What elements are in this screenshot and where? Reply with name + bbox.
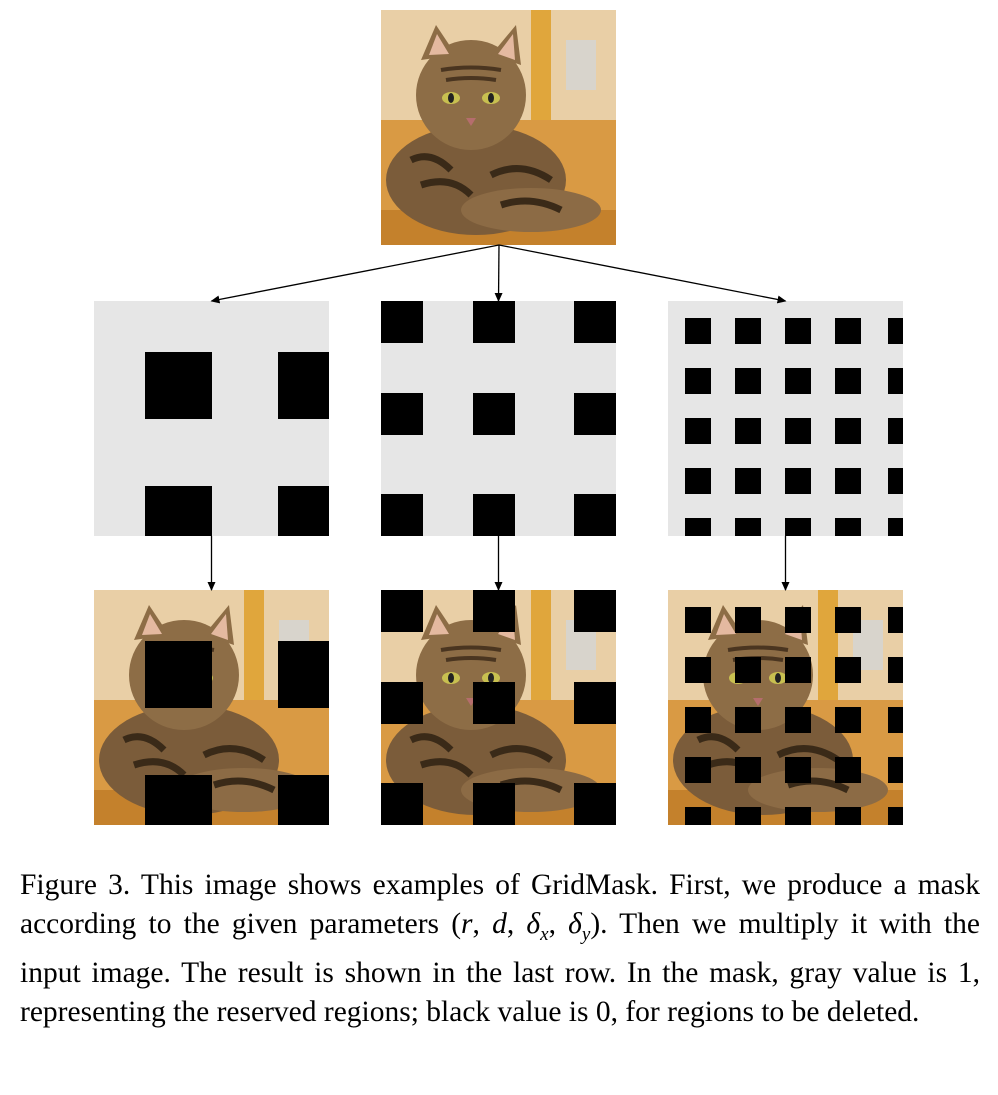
- mask-block: [888, 518, 903, 536]
- arrow-input-to-mask: [210, 244, 500, 304]
- caption-text-1: This image shows examples of GridMask. F…: [20, 869, 980, 940]
- result-block: [685, 657, 711, 683]
- mask-panel-small-grid: [668, 301, 903, 536]
- result-block: [888, 707, 903, 733]
- mask-block: [835, 418, 861, 444]
- result-block: [381, 590, 423, 632]
- mask-block: [888, 468, 903, 494]
- arrow-input-to-mask: [498, 244, 787, 304]
- mask-block: [685, 418, 711, 444]
- result-block: [735, 757, 761, 783]
- result-block: [145, 641, 212, 708]
- mask-block: [835, 318, 861, 344]
- result-block: [785, 757, 811, 783]
- caption-text-2: ). Then we multiply it with the input im…: [20, 908, 981, 1028]
- mask-block: [785, 418, 811, 444]
- result-panel-small-grid: [668, 590, 903, 825]
- result-block: [574, 682, 616, 724]
- mask-block: [735, 418, 761, 444]
- mask-block: [685, 518, 711, 536]
- mask-block: [835, 518, 861, 536]
- input-cat-image: [381, 10, 616, 245]
- mask-block: [685, 368, 711, 394]
- result-block: [835, 707, 861, 733]
- mask-panel-large-grid: [94, 301, 329, 536]
- result-block: [381, 682, 423, 724]
- figure-caption: Figure 3. This image shows examples of G…: [20, 869, 981, 1028]
- mask-block: [278, 486, 329, 536]
- result-block: [574, 783, 616, 825]
- result-block: [685, 607, 711, 633]
- mask-block: [785, 468, 811, 494]
- param-delta-x: δx: [526, 908, 549, 945]
- result-panel-large-grid: [94, 590, 329, 825]
- result-block: [888, 807, 903, 825]
- mask-block: [381, 494, 423, 536]
- mask-block: [735, 518, 761, 536]
- mask-block: [381, 301, 423, 343]
- mask-block: [735, 318, 761, 344]
- mask-block: [888, 418, 903, 444]
- result-block: [835, 657, 861, 683]
- gridmask-figure: [94, 0, 903, 825]
- result-panel-medium-grid: [381, 590, 616, 825]
- result-block: [145, 775, 212, 825]
- mask-block: [278, 352, 329, 419]
- mask-block: [785, 318, 811, 344]
- param-r: r: [461, 908, 473, 940]
- result-block: [785, 657, 811, 683]
- result-block: [685, 707, 711, 733]
- mask-block: [835, 468, 861, 494]
- result-block: [785, 707, 811, 733]
- mask-block: [473, 301, 515, 343]
- result-block: [473, 783, 515, 825]
- result-block: [735, 707, 761, 733]
- mask-block: [574, 301, 616, 343]
- param-d: d: [492, 908, 507, 940]
- result-block: [473, 682, 515, 724]
- mask-block: [835, 368, 861, 394]
- result-block: [888, 757, 903, 783]
- result-block: [278, 775, 329, 825]
- arrow-input-to-mask: [494, 244, 503, 302]
- result-block: [685, 757, 711, 783]
- result-block: [685, 807, 711, 825]
- mask-block: [145, 486, 212, 536]
- mask-block: [381, 393, 423, 435]
- result-block: [835, 807, 861, 825]
- result-block: [835, 757, 861, 783]
- result-block: [381, 783, 423, 825]
- result-block: [473, 590, 515, 632]
- result-block: [735, 607, 761, 633]
- result-block: [278, 641, 329, 708]
- mask-block: [785, 368, 811, 394]
- result-block: [574, 590, 616, 632]
- mask-block: [735, 368, 761, 394]
- mask-block: [574, 393, 616, 435]
- mask-block: [685, 318, 711, 344]
- mask-block: [785, 518, 811, 536]
- mask-block: [735, 468, 761, 494]
- mask-block: [473, 393, 515, 435]
- result-block: [735, 657, 761, 683]
- mask-block: [145, 352, 212, 419]
- mask-block: [888, 368, 903, 394]
- mask-block: [574, 494, 616, 536]
- param-delta-y: δy: [568, 908, 591, 945]
- result-block: [888, 657, 903, 683]
- result-block: [835, 607, 861, 633]
- result-block: [888, 607, 903, 633]
- result-block: [785, 607, 811, 633]
- result-block: [785, 807, 811, 825]
- result-block: [735, 807, 761, 825]
- mask-block: [685, 468, 711, 494]
- mask-block: [473, 494, 515, 536]
- mask-block: [888, 318, 903, 344]
- mask-panel-medium-grid: [381, 301, 616, 536]
- caption-label: Figure 3.: [20, 869, 131, 901]
